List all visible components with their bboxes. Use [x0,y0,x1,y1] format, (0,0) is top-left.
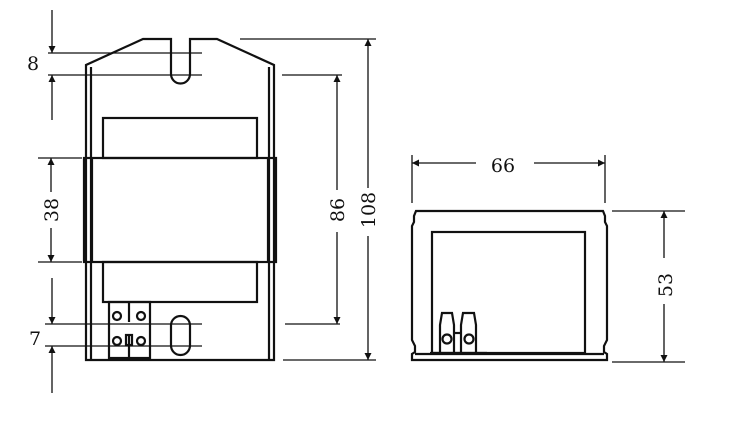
side-inner-core [430,230,587,355]
side-view: 66 53 [410,155,685,363]
svg-text:66: 66 [491,155,515,177]
dim-7: 7 [29,278,202,393]
dim-8: 8 [27,10,202,120]
core-band [82,156,278,264]
upper-bobbin [101,116,259,160]
svg-text:38: 38 [41,198,63,222]
svg-text:8: 8 [27,53,39,75]
dim-53: 53 [612,210,685,363]
side-terminal-block [430,311,487,355]
dim-86: 86 [282,74,349,325]
lower-bobbin [101,260,259,304]
dim-38: 38 [38,157,82,263]
dim-108: 108 [240,38,380,361]
svg-text:86: 86 [327,198,349,222]
front-outline [84,37,276,362]
mounting-slot [169,314,192,357]
svg-text:7: 7 [29,328,41,350]
dim-66: 66 [411,155,606,203]
front-view: 8 38 7 86 108 [27,10,380,393]
side-outline [410,209,609,362]
svg-text:108: 108 [358,192,380,228]
terminal-block [107,300,152,360]
svg-text:53: 53 [655,273,677,297]
